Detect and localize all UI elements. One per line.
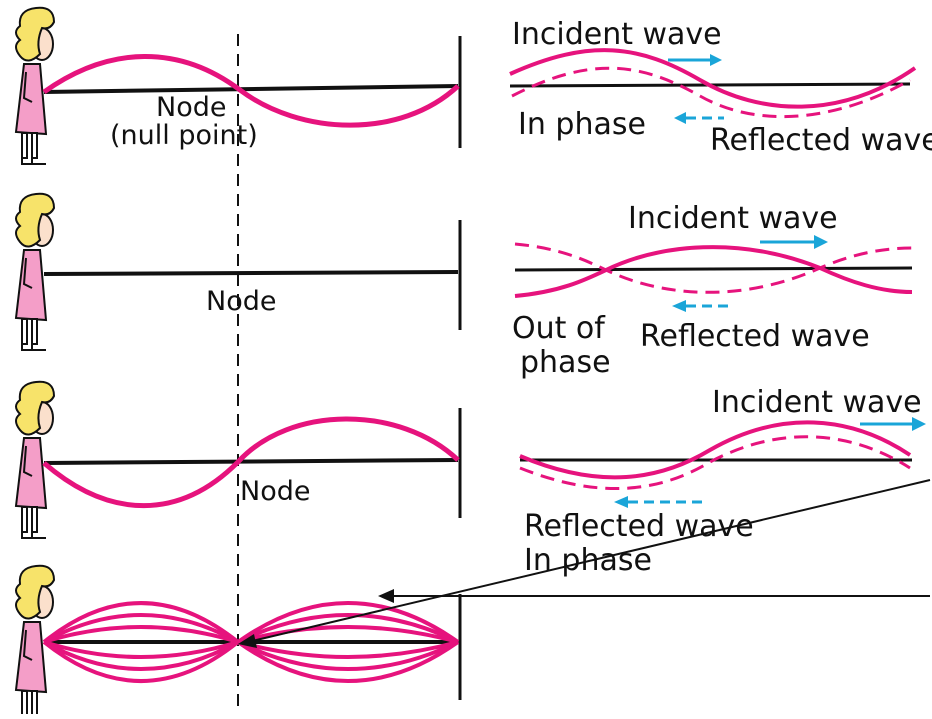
arrow-left-icon xyxy=(672,300,728,312)
phase-label: In phase xyxy=(524,543,652,578)
reflected-wave xyxy=(511,66,911,119)
reflected-wave-label: Reflected wave xyxy=(640,319,870,354)
arrow-right-icon xyxy=(760,235,828,249)
girl-figure-icon xyxy=(15,380,55,539)
axis-line xyxy=(514,266,913,272)
reflected-wave xyxy=(519,435,911,490)
incident-wave-label: Incident wave xyxy=(512,17,722,52)
incident-wave-label: Incident wave xyxy=(628,201,838,236)
pointer-arrow-to-node xyxy=(238,479,931,648)
pointer-arrow-to-antinode xyxy=(378,589,930,603)
girl-figure-icon xyxy=(15,6,55,166)
node-label: Node xyxy=(156,92,227,123)
row1-wave xyxy=(42,54,460,128)
incident-wave-label: Incident wave xyxy=(712,385,922,420)
arrow-right-icon xyxy=(668,54,722,66)
node-label: Node xyxy=(240,476,311,507)
arrow-left-icon xyxy=(674,112,724,124)
girl-figure-icon xyxy=(15,192,55,351)
reflected-wave-label: Reflected wave xyxy=(710,123,932,158)
phase-label-line2: phase xyxy=(520,345,611,380)
reflected-wave xyxy=(514,242,913,294)
row3-wave xyxy=(42,416,460,509)
incident-wave xyxy=(514,245,913,298)
node-label: Node xyxy=(206,286,277,317)
null-point-label: (null point) xyxy=(110,120,258,151)
incident-wave xyxy=(509,48,917,109)
arrow-left-icon xyxy=(614,496,706,508)
reflected-wave-label: Reflected wave xyxy=(524,509,754,544)
string-line xyxy=(43,84,459,94)
arrow-right-icon xyxy=(860,417,926,431)
string-line xyxy=(43,270,459,276)
incident-wave xyxy=(519,420,912,480)
phase-label-line1: Out of xyxy=(512,311,605,346)
phase-label: In phase xyxy=(518,107,646,142)
string-line xyxy=(43,458,459,465)
